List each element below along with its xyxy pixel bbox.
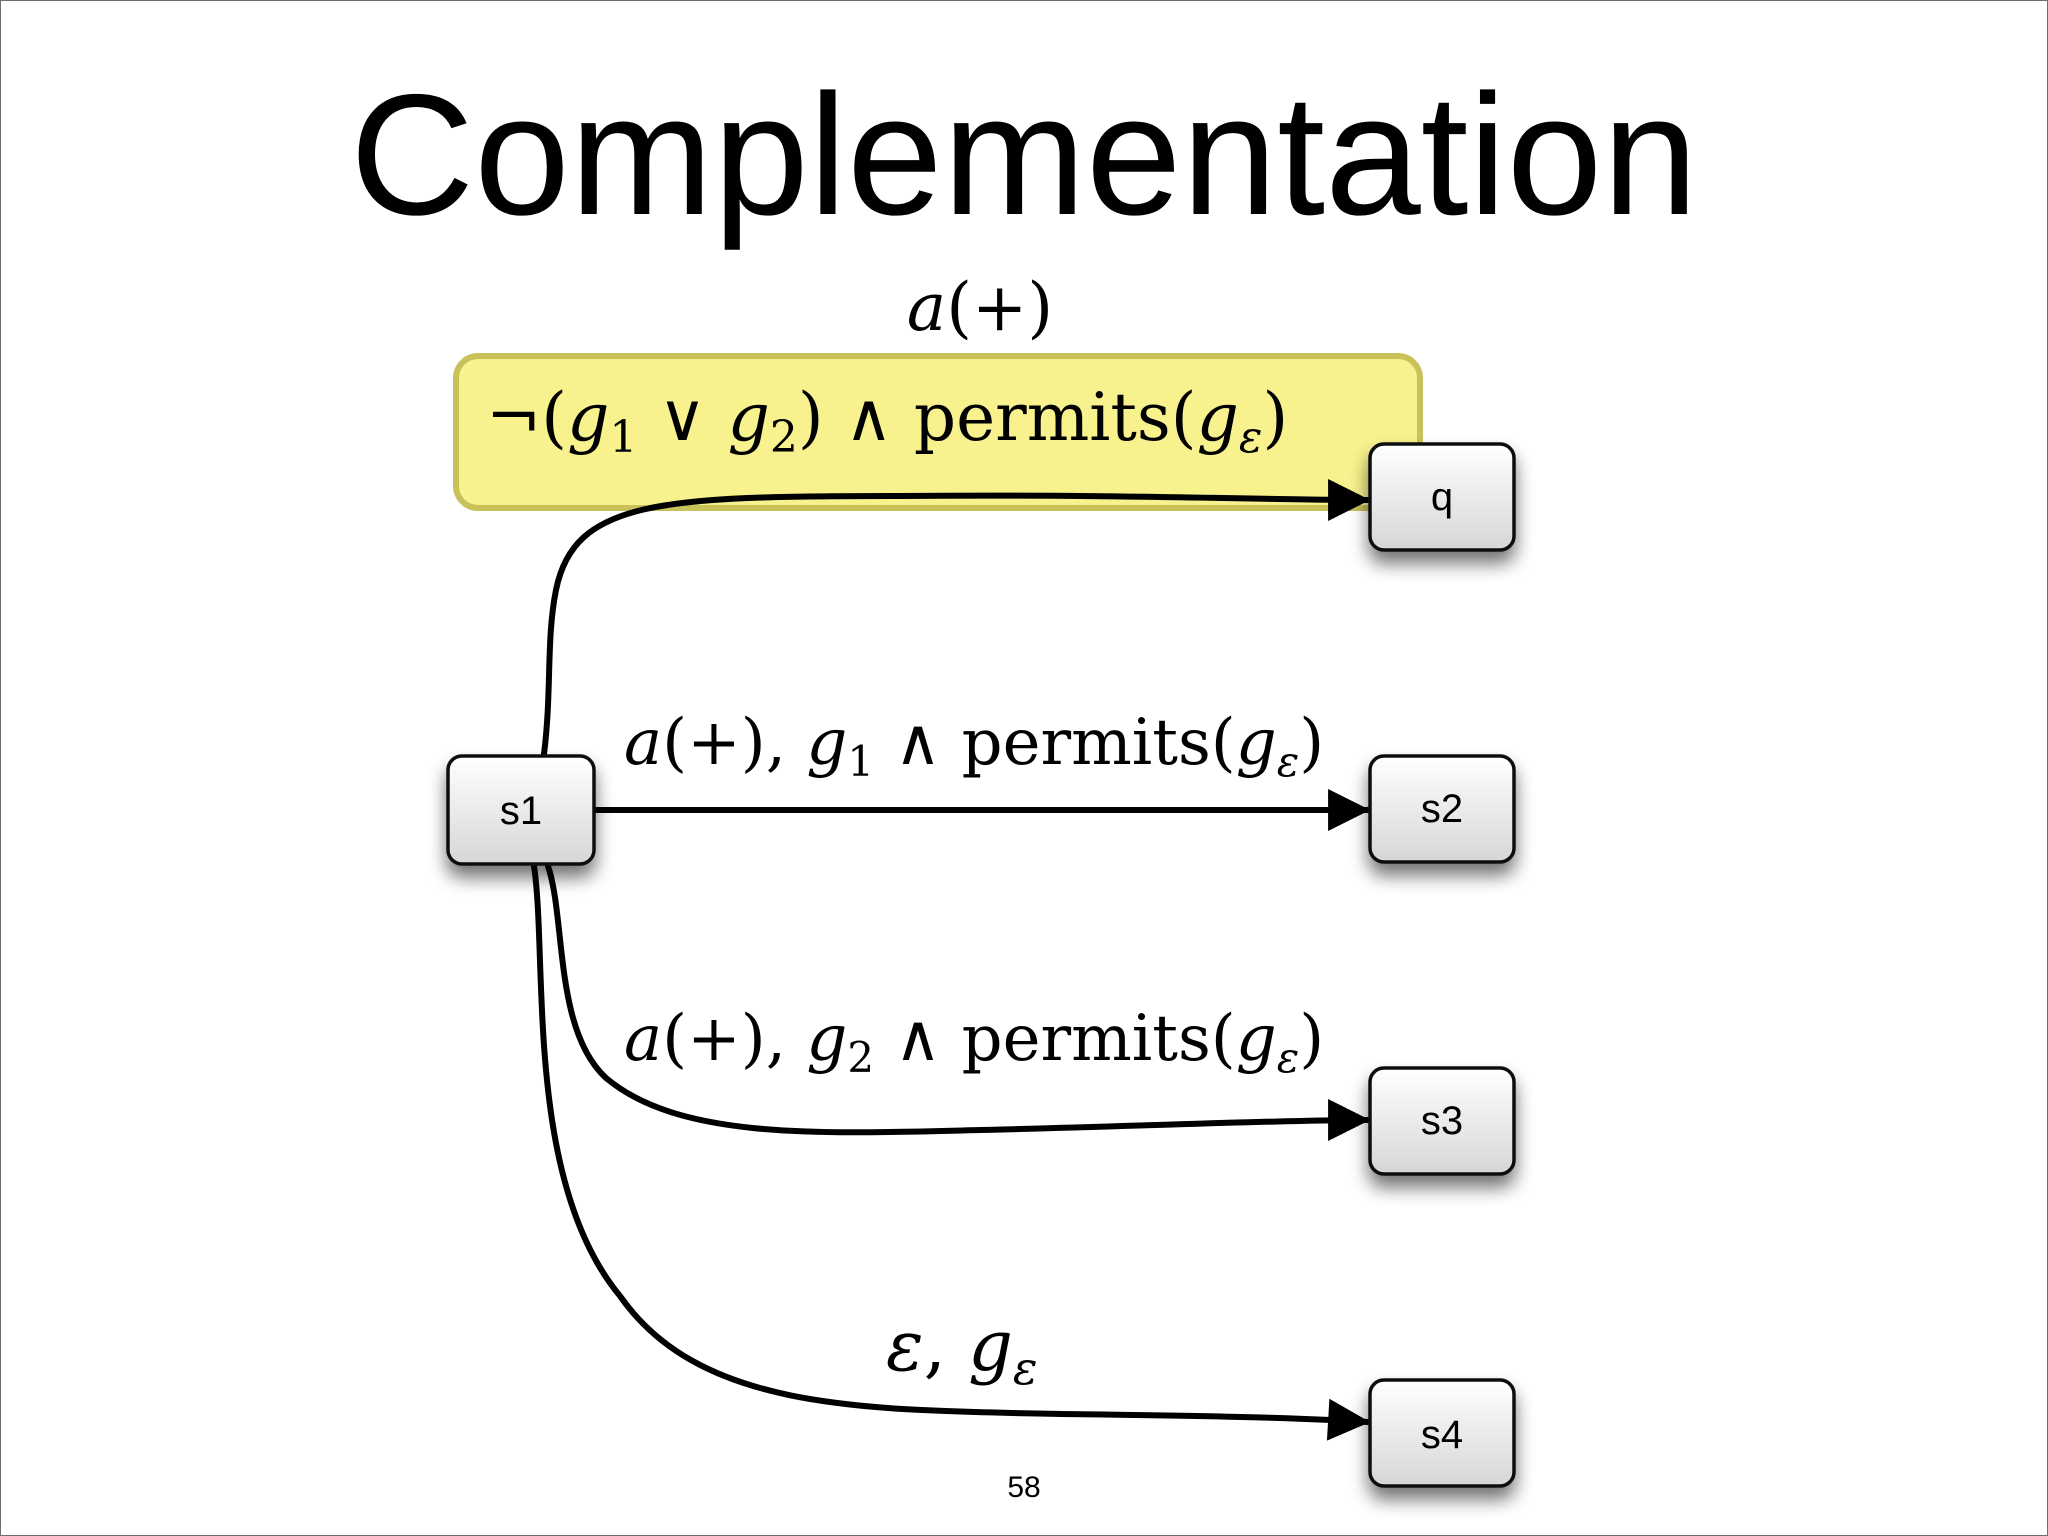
node-s1: [446, 754, 596, 866]
edge-s4-label: ε, gε: [886, 1305, 1038, 1395]
edge-s3-label: a(+), g2 ∧ permits(gε): [624, 1002, 1324, 1082]
edge-s2-label: a(+), g1 ∧ permits(gε): [624, 706, 1324, 786]
node-s2: [1368, 754, 1516, 864]
node-s4-label: s4: [1421, 1413, 1463, 1457]
slide-title: Complementation: [350, 59, 1698, 251]
node-s3-label: s3: [1421, 1099, 1463, 1143]
edge-q-guard-label: ¬(g1 ∨ g2) ∧ permits(gε): [486, 379, 1288, 463]
edge-q-action-label: a(+): [907, 269, 1053, 346]
node-q-label: q: [1431, 475, 1453, 519]
node-s2-label: s2: [1421, 787, 1463, 831]
node-s4: [1368, 1378, 1516, 1488]
node-q: [1368, 442, 1516, 552]
edge-s1-to-q: [541, 478, 1371, 757]
node-s1-label: s1: [500, 789, 542, 833]
edge-s1-to-s3: [545, 863, 1371, 1142]
edge-s1-to-s4: [531, 863, 1371, 1441]
node-s3: [1368, 1066, 1516, 1176]
page-number: 58: [1007, 1471, 1040, 1504]
guard-highlight-box: [453, 353, 1423, 511]
